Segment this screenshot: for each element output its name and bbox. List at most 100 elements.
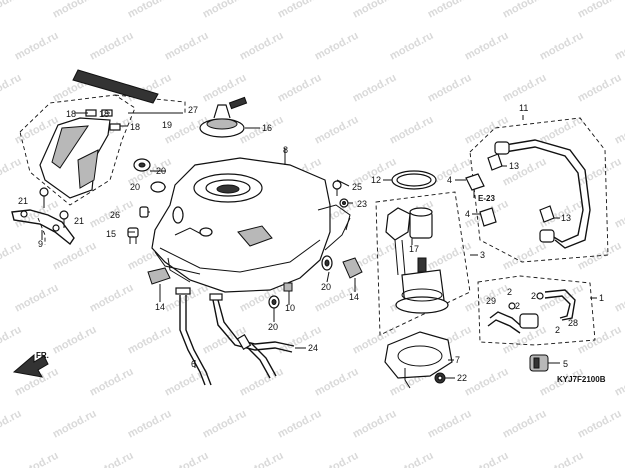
watermark-text: motod.ru: [51, 324, 99, 357]
callout-17: 17: [409, 244, 419, 254]
watermark-text: motod.ru: [388, 450, 436, 468]
fuel-cap-part[interactable]: [199, 96, 248, 138]
hose-24[interactable]: [209, 293, 295, 379]
watermark-text: motod.ru: [463, 30, 511, 63]
pad-10[interactable]: [283, 282, 293, 292]
watermark-text: motod.ru: [126, 324, 174, 357]
ring-12[interactable]: [391, 170, 437, 190]
bracket-part[interactable]: [11, 209, 75, 246]
watermark-text: motod.ru: [501, 156, 549, 189]
front-direction-arrow: [12, 353, 49, 378]
watermark-text: motod.ru: [538, 282, 586, 315]
callout-25: 25: [352, 182, 362, 192]
callout-2: 2: [531, 291, 536, 301]
watermark-text: motod.ru: [426, 408, 474, 441]
watermark-text: motod.ru: [576, 324, 624, 357]
watermark-text: motod.ru: [501, 0, 549, 21]
watermark-text: motod.ru: [538, 114, 586, 147]
bracket-14a[interactable]: [147, 267, 171, 285]
watermark-text: motod.ru: [613, 366, 625, 399]
callout-12: 12: [371, 175, 381, 185]
watermark-text: motod.ru: [276, 408, 324, 441]
screw-25[interactable]: [332, 180, 342, 196]
clip-15[interactable]: [127, 227, 139, 244]
clip-26[interactable]: [139, 206, 149, 218]
callout-14: 14: [155, 302, 165, 312]
watermark-text: motod.ru: [163, 30, 211, 63]
callout-21: 21: [18, 196, 28, 206]
watermark-text: motod.ru: [501, 240, 549, 273]
watermark-text: motod.ru: [576, 0, 624, 21]
watermark-text: motod.ru: [276, 0, 324, 21]
watermark-text: motod.ru: [576, 408, 624, 441]
leader-lines: [41, 112, 597, 379]
diagram-code: KYJ7F2100B: [557, 375, 606, 384]
callout-3: 3: [480, 250, 485, 260]
watermark-text: motod.ru: [313, 366, 361, 399]
callout-7: 7: [455, 355, 460, 365]
watermark-text: motod.ru: [313, 450, 361, 468]
callout-20: 20: [321, 282, 331, 292]
hose-group-11[interactable]: [469, 117, 609, 263]
grommet-20c[interactable]: [321, 255, 333, 271]
watermark-text: motod.ru: [463, 366, 511, 399]
callout-29: 29: [486, 296, 496, 306]
watermark-text: motod.ru: [613, 282, 625, 315]
watermark-text: motod.ru: [51, 408, 99, 441]
callout-13: 13: [509, 161, 519, 171]
part-5[interactable]: [529, 354, 549, 372]
bolt-21b[interactable]: [59, 210, 69, 228]
callout-16: 16: [262, 123, 272, 133]
joint-4b[interactable]: [479, 207, 497, 227]
grommet-20d[interactable]: [268, 295, 280, 309]
callout-27: 27: [188, 105, 198, 115]
clip-13a[interactable]: [487, 153, 503, 171]
watermark-text: motod.ru: [238, 30, 286, 63]
side-cover-part[interactable]: [19, 69, 186, 206]
callout-26: 26: [110, 210, 120, 220]
watermark-text: motod.ru: [0, 0, 24, 21]
watermark-text: motod.ru: [351, 0, 399, 21]
watermark-text: motod.ru: [88, 282, 136, 315]
callout-2: 2: [555, 325, 560, 335]
joint-4a[interactable]: [465, 173, 485, 198]
callout-13: 13: [561, 213, 571, 223]
watermark-text: motod.ru: [538, 450, 586, 468]
callout-20: 20: [130, 182, 140, 192]
watermark-text: motod.ru: [576, 156, 624, 189]
callout-20: 20: [268, 322, 278, 332]
watermark-text: motod.ru: [51, 0, 99, 21]
callout-8: 8: [283, 145, 288, 155]
watermark-text: motod.ru: [238, 450, 286, 468]
watermark-text: motod.ru: [201, 0, 249, 21]
bolt-21a[interactable]: [39, 187, 49, 208]
plate-7[interactable]: [384, 331, 453, 389]
callout-15: 15: [106, 229, 116, 239]
callout-28: 28: [568, 318, 578, 328]
callout-20: 20: [156, 166, 166, 176]
nut-22[interactable]: [434, 372, 446, 384]
filter-assembly-1[interactable]: [477, 275, 596, 346]
hose-6[interactable]: [175, 287, 212, 386]
washer-23[interactable]: [339, 198, 349, 208]
bracket-14b[interactable]: [342, 257, 363, 279]
watermark-text: motod.ru: [463, 450, 511, 468]
grommet-20a[interactable]: [133, 158, 151, 172]
callout-21: 21: [74, 216, 84, 226]
fuel-tank-part[interactable]: [151, 157, 351, 293]
callout-labels: 18 18 18 19 27 16 8 20 20 21 21 9 26 15 …: [18, 103, 606, 384]
direction-label: FR.: [36, 351, 49, 360]
watermark-text: motod.ru: [613, 450, 625, 468]
grommet-20b[interactable]: [150, 181, 166, 193]
watermark-text: motod.ru: [351, 408, 399, 441]
watermark-text: motod.ru: [613, 198, 625, 231]
watermark-text: motod.ru: [426, 0, 474, 21]
watermark-text: motod.ru: [88, 30, 136, 63]
callout-4: 4: [465, 209, 470, 219]
watermark-text: motod.ru: [576, 72, 624, 105]
fuel-pump-assembly[interactable]: [375, 191, 471, 336]
callout-1: 1: [599, 293, 604, 303]
callout-6: 6: [191, 359, 196, 369]
callout-9: 9: [38, 239, 43, 249]
